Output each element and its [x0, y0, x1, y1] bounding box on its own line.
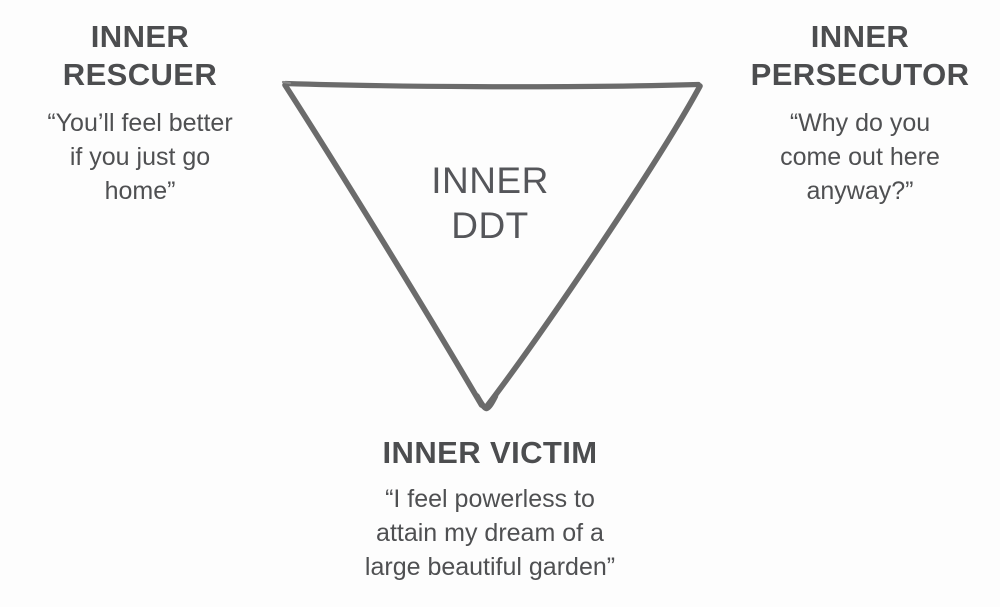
inner-rescuer-title: INNER RESCUER [62, 19, 218, 92]
inner-persecutor-title: INNER PERSECUTOR [750, 19, 970, 92]
corner-inner-victim: INNER VICTIM “I feel powerless to attain… [300, 434, 680, 584]
triangle-vertex-bottom [474, 393, 499, 412]
corner-inner-persecutor: INNER PERSECUTOR “Why do you come out he… [720, 18, 1000, 208]
inner-rescuer-quote: “You’ll feel better if you just go home” [47, 109, 233, 205]
triangle-edge-top [282, 80, 702, 90]
corner-inner-rescuer: INNER RESCUER “You’ll feel better if you… [0, 18, 280, 208]
inner-victim-title: INNER VICTIM [382, 435, 598, 470]
triangle-vertex-top-left-tick [281, 80, 292, 85]
center-label-block: INNER DDT [355, 158, 625, 248]
inner-ddt-label: INNER DDT [431, 160, 549, 246]
inner-victim-quote: “I feel powerless to attain my dream of … [364, 485, 616, 581]
inner-persecutor-quote: “Why do you come out here anyway?” [780, 109, 940, 205]
